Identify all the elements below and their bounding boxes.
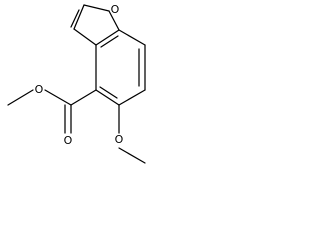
methoxy-oxygen-label: O (115, 133, 124, 146)
structure-canvas: O O O O (0, 0, 150, 190)
bond-c5-c4 (95, 89, 120, 106)
bond-carbonyl-carbon-ester-oxygen (44, 89, 72, 106)
bond-o1-c2 (83, 4, 110, 12)
bond-c6-c5 (118, 89, 146, 106)
benzofuran-ester-structure: O O O O (7, 3, 146, 164)
bond-c2-c3-double (70, 9, 80, 28)
ester-oxygen-label: O (35, 83, 44, 96)
carbonyl-oxygen-label: O (64, 134, 73, 147)
bond-c3a-c7a-double (100, 35, 119, 48)
bond-c3a-c7a (95, 29, 120, 46)
bond-c3-c3a (73, 28, 97, 46)
bond-methoxy-oxygen-methyl (118, 147, 146, 164)
bond-c7a-c7 (118, 29, 146, 46)
bond-c4-carbonyl-carbon (70, 89, 97, 106)
furan-oxygen-label: O (111, 3, 120, 16)
bond-c5-c4-double (99, 86, 118, 99)
bond-c2-c3 (73, 4, 85, 30)
bond-ester-oxygen-methyl (7, 89, 34, 106)
bond-c7a-o1 (108, 10, 120, 31)
